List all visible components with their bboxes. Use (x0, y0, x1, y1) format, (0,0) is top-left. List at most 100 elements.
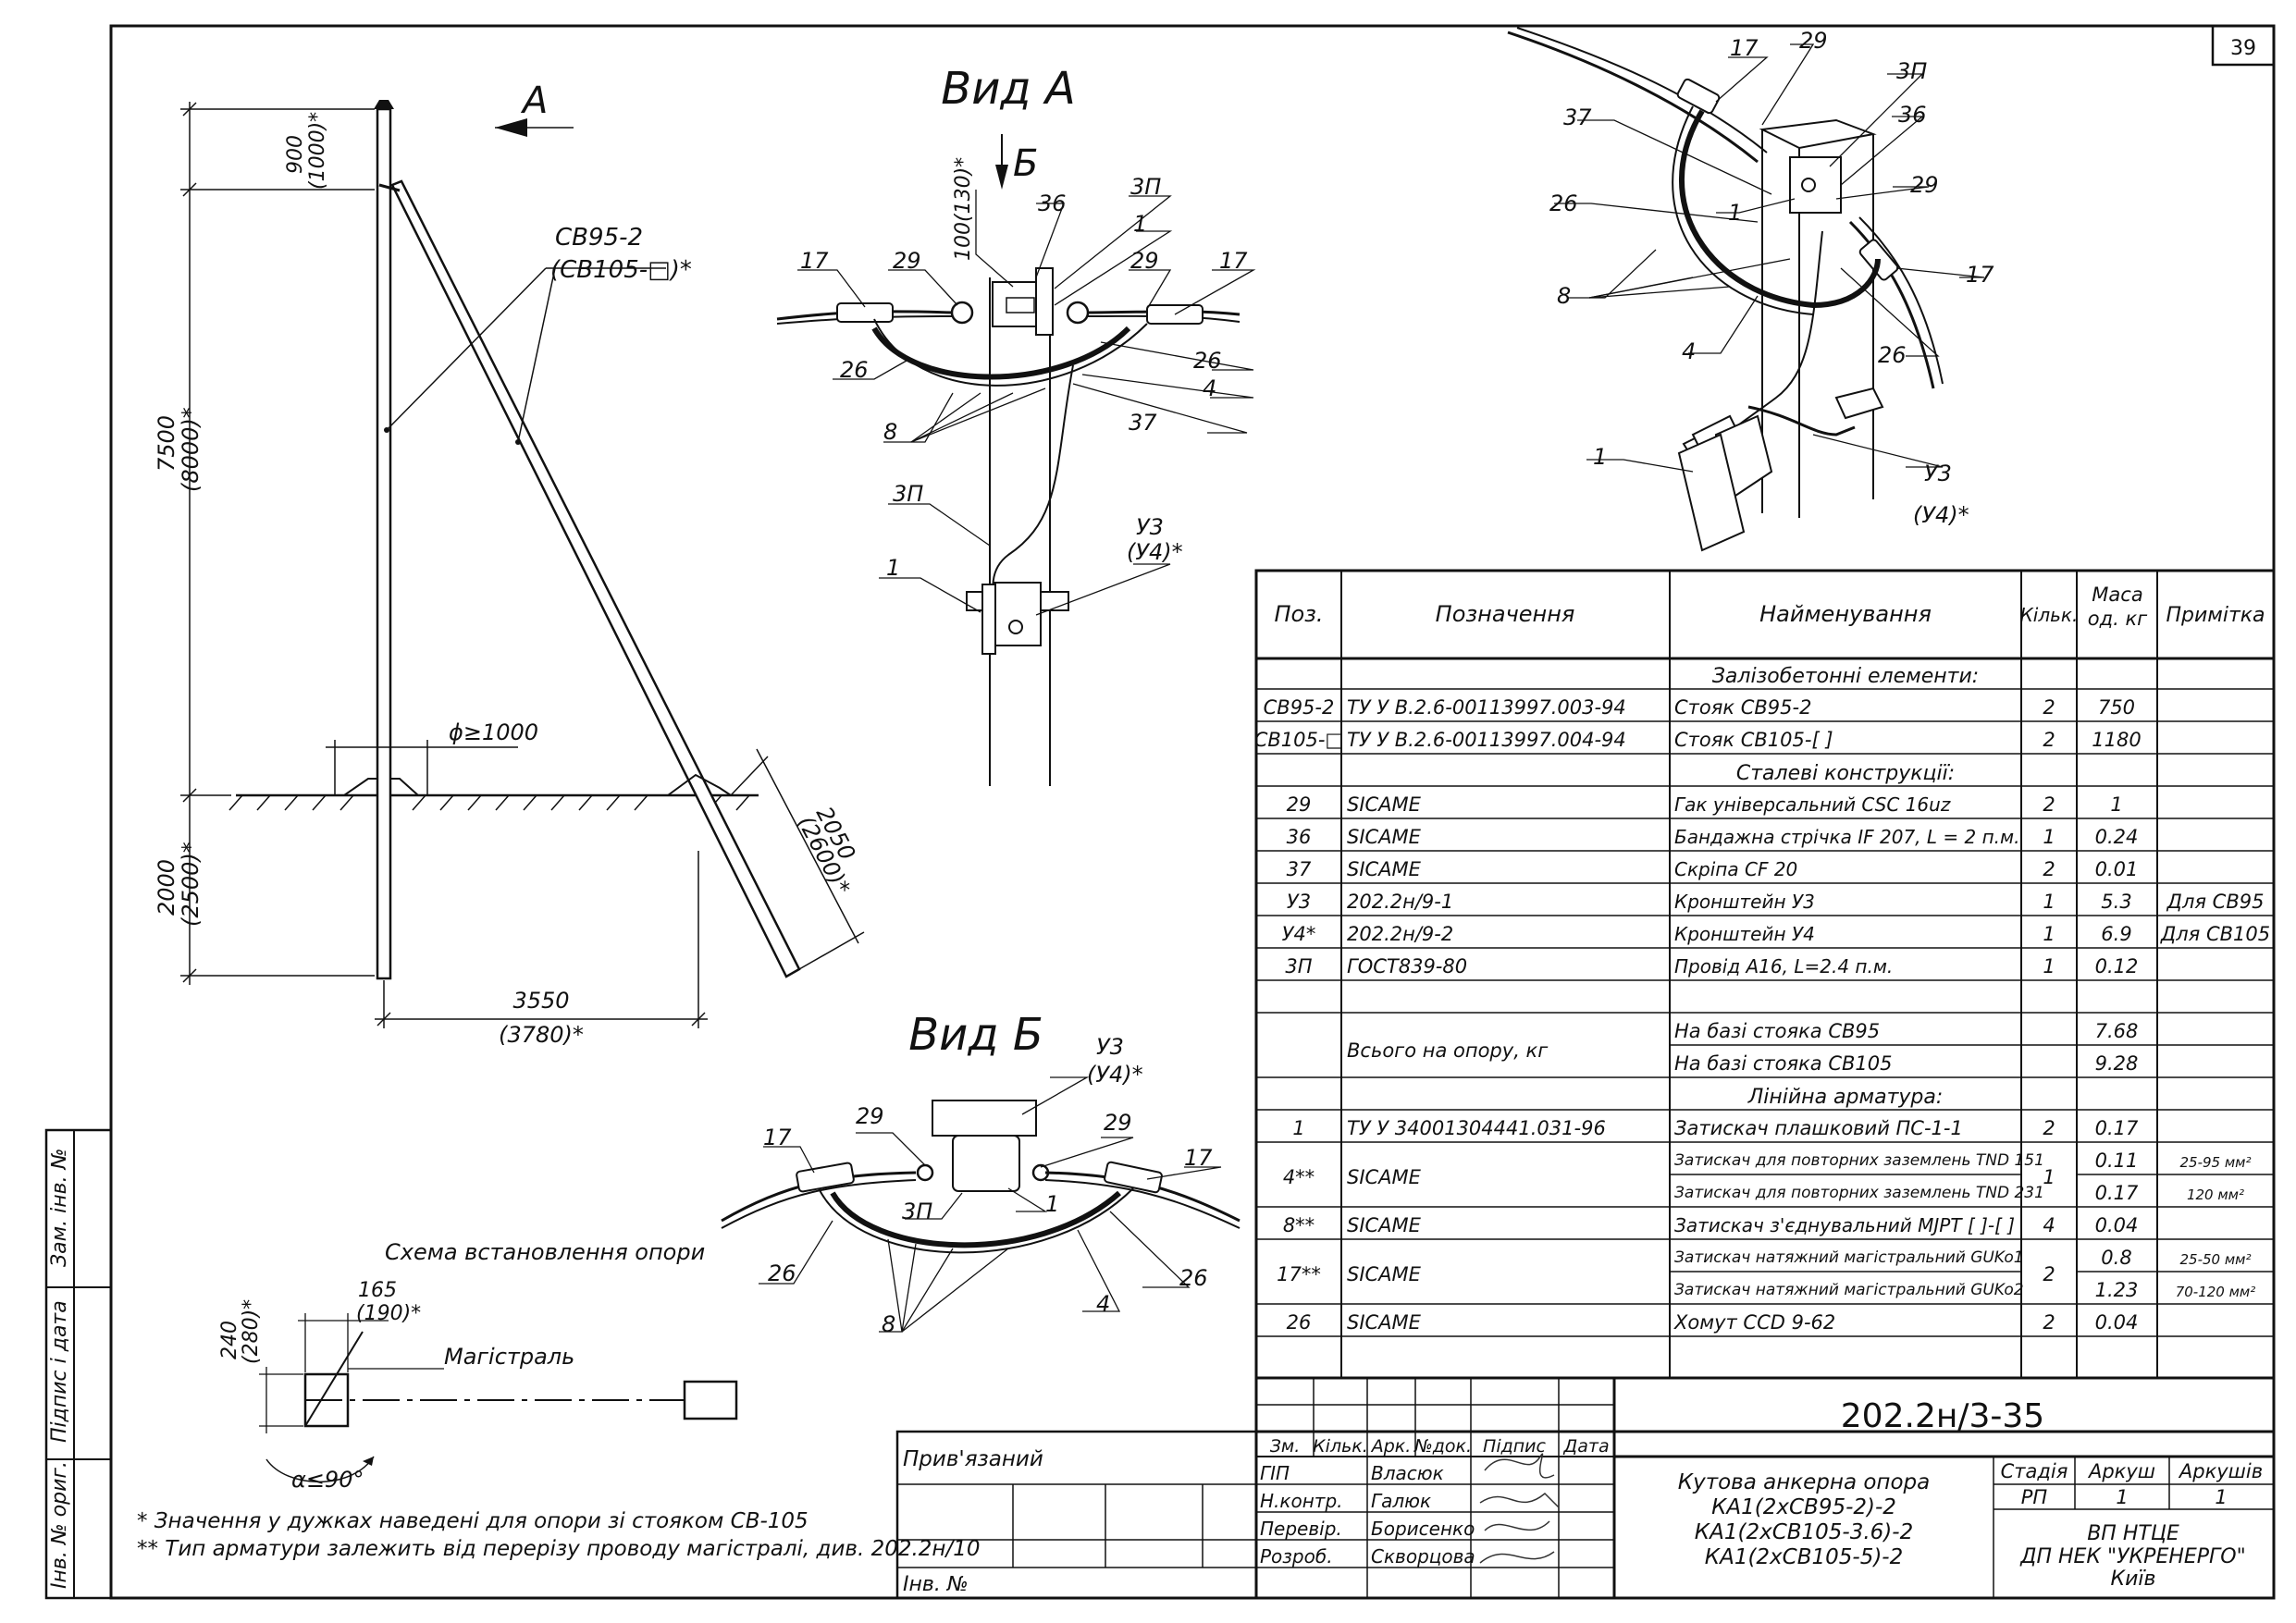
spec-steel-cell: SICAME (1347, 858, 1422, 880)
spec-row-cell: 750 (2098, 696, 2135, 719)
schema-dim-w-alt: (190)* (356, 1302, 421, 1325)
vb-y4: (У4)* (1087, 1062, 1143, 1088)
va-29b: 29 (1130, 248, 1159, 274)
spec-steel-cell: Для СВ105 (2160, 923, 2270, 945)
tb-person-1: Власюк (1371, 1462, 1444, 1484)
tb-role-4: Розроб. (1260, 1545, 1333, 1568)
spec-row-cell: 25-95 мм² (2180, 1154, 2252, 1171)
vb-17b: 17 (1184, 1145, 1213, 1171)
spec-section-linear: Лінійна арматура: (1747, 1086, 1944, 1109)
tb-person-2: Галюк (1371, 1490, 1431, 1512)
vb-y3: У3 (1096, 1034, 1124, 1060)
tb-bound: Прив'язаний (903, 1447, 1043, 1471)
dim-pole-height-alt: (8000)* (178, 407, 204, 492)
spec-row-cell: SICAME (1347, 1311, 1422, 1334)
spec-row-cell: ТУ У В.2.6-00113997.004-94 (1347, 729, 1626, 751)
tb-role-1: ГІП (1260, 1462, 1290, 1484)
spec-row-cell: Затискач плашковий ПС-1-1 (1674, 1117, 1963, 1139)
spec-steel-cell: Для СВ95 (2166, 891, 2265, 913)
spec-section-concrete: Залізобетонні елементи: (1712, 665, 1979, 688)
schema-dim-h-alt: (280)* (240, 1299, 263, 1364)
spec-row-cell: 70-120 мм² (2176, 1284, 2256, 1300)
va-36: 36 (1038, 191, 1067, 216)
tb-org-3: Київ (2111, 1568, 2156, 1591)
stamp-replace-inv: Зам. інв. № (48, 1149, 71, 1268)
spec-table: Поз. Позначення Найменування Кільк. Маса… (1254, 569, 2276, 1380)
spec-row-cell: Хомут CCD 9-62 (1673, 1311, 1835, 1334)
spec-steel-cell: Кронштейн У3 (1674, 891, 1815, 913)
spec-steel-cell: 0.01 (2095, 858, 2139, 880)
dim-pit: ϕ≥1000 (449, 719, 538, 745)
spec-row-cell: ТУ У 34001304441.031-96 (1347, 1117, 1606, 1139)
spec-row-cell: 25-50 мм² (2180, 1251, 2252, 1268)
spec-steel-cell: 37 (1287, 858, 1312, 880)
schema-dim-h: 240 (218, 1321, 241, 1359)
spec-row-cell: 2 (2043, 1263, 2055, 1285)
tb-person-3: Борисенко (1371, 1518, 1475, 1540)
tb-role-3: Перевір. (1260, 1518, 1342, 1540)
iso-y3: У3 (1924, 461, 1952, 486)
iso-17: 17 (1730, 35, 1759, 61)
spec-row-cell: 0.04 (2095, 1214, 2139, 1236)
pole-label-alt: (СВ105-□)* (550, 256, 692, 284)
spec-row-cell: 0.17 (2095, 1117, 2139, 1139)
spec-steel-cell: 0.12 (2095, 955, 2139, 977)
tb-sheet-head: Аркуш (2087, 1460, 2155, 1482)
tb-sheets-head: Аркушів (2178, 1460, 2263, 1482)
vb-29b: 29 (1104, 1110, 1132, 1136)
vb-8: 8 (882, 1311, 895, 1337)
spec-row-cell: СВ95-2 (1264, 696, 1335, 719)
va-17a: 17 (800, 248, 829, 274)
spec-steel-cell: Скріпа CF 20 (1674, 858, 1797, 880)
spec-row-cell: Затискач для повторних заземлень TND 231 (1674, 1184, 2044, 1202)
iso-1: 1 (1728, 200, 1742, 226)
tb-name-1: Кутова анкерна опора (1677, 1470, 1931, 1494)
iso-1b: 1 (1593, 444, 1607, 470)
spec-row-cell: SICAME (1347, 1263, 1422, 1285)
schema-main-line: Магістраль (444, 1344, 574, 1370)
schema-angle: α≤90° (291, 1467, 364, 1493)
stamp-sign-date: Підпис і дата (48, 1300, 71, 1443)
tb-stage-val: РП (2021, 1486, 2048, 1508)
schema-title: Схема встановлення опори (385, 1239, 705, 1265)
vb-4: 4 (1096, 1291, 1110, 1317)
spec-total-m2: 9.28 (2095, 1052, 2139, 1075)
spec-steel-cell: 5.3 (2101, 891, 2131, 913)
spec-steel-cell: У3 (1287, 891, 1311, 913)
iso-3p: 3П (1896, 58, 1927, 84)
spec-steel-cell: 202.2н/9-2 (1347, 923, 1453, 945)
spec-row-cell: 26 (1287, 1311, 1312, 1334)
spec-steel-cell: 2 (2043, 858, 2055, 880)
spec-steel-cell: 2 (2043, 793, 2055, 816)
dim-depth: 2000 (154, 859, 179, 916)
va-y3: У3 (1136, 514, 1164, 540)
spec-steel-cell: SICAME (1347, 826, 1422, 848)
tb-name-4: КА1(2хСВ105-5)-2 (1704, 1545, 1904, 1569)
va-1b: 1 (886, 555, 900, 581)
pole-label: СВ95-2 (555, 224, 643, 252)
spec-steel-cell: 6.9 (2101, 923, 2131, 945)
dim-base: 3550 (512, 988, 569, 1014)
spec-head-des: Позначення (1436, 601, 1575, 627)
iso-17b: 17 (1966, 262, 1994, 288)
spec-steel-cell: Кронштейн У4 (1674, 923, 1815, 945)
va-1: 1 (1133, 211, 1147, 237)
tb-name-2: КА1(2хСВ95-2)-2 (1711, 1495, 1896, 1519)
tb-person-4: Скворцова (1371, 1545, 1475, 1568)
va-29a: 29 (893, 248, 921, 274)
sheet-number: 39 (2230, 37, 2256, 60)
tb-stage-head: Стадія (2001, 1460, 2068, 1482)
va-4: 4 (1203, 375, 1216, 401)
tb-col-sign: Підпис (1483, 1436, 1546, 1457)
spec-steel-cell: 1 (2043, 891, 2055, 913)
spec-rows: СВ95-2 ТУ У В.2.6-00113997.003-94 Стояк … (1254, 696, 2142, 751)
spec-total-m1: 7.68 (2095, 1020, 2139, 1042)
spec-steel-cell: 1 (2043, 923, 2055, 945)
spec-row-cell: Затискач натяжний магістральний GUKo1 (1674, 1248, 2024, 1267)
spec-steel-cell: У4* (1282, 923, 1316, 945)
iso-8: 8 (1557, 283, 1571, 309)
tb-name-3: КА1(2хСВ105-3.6)-2 (1694, 1520, 1914, 1544)
spec-steel-cell: 29 (1287, 793, 1312, 816)
